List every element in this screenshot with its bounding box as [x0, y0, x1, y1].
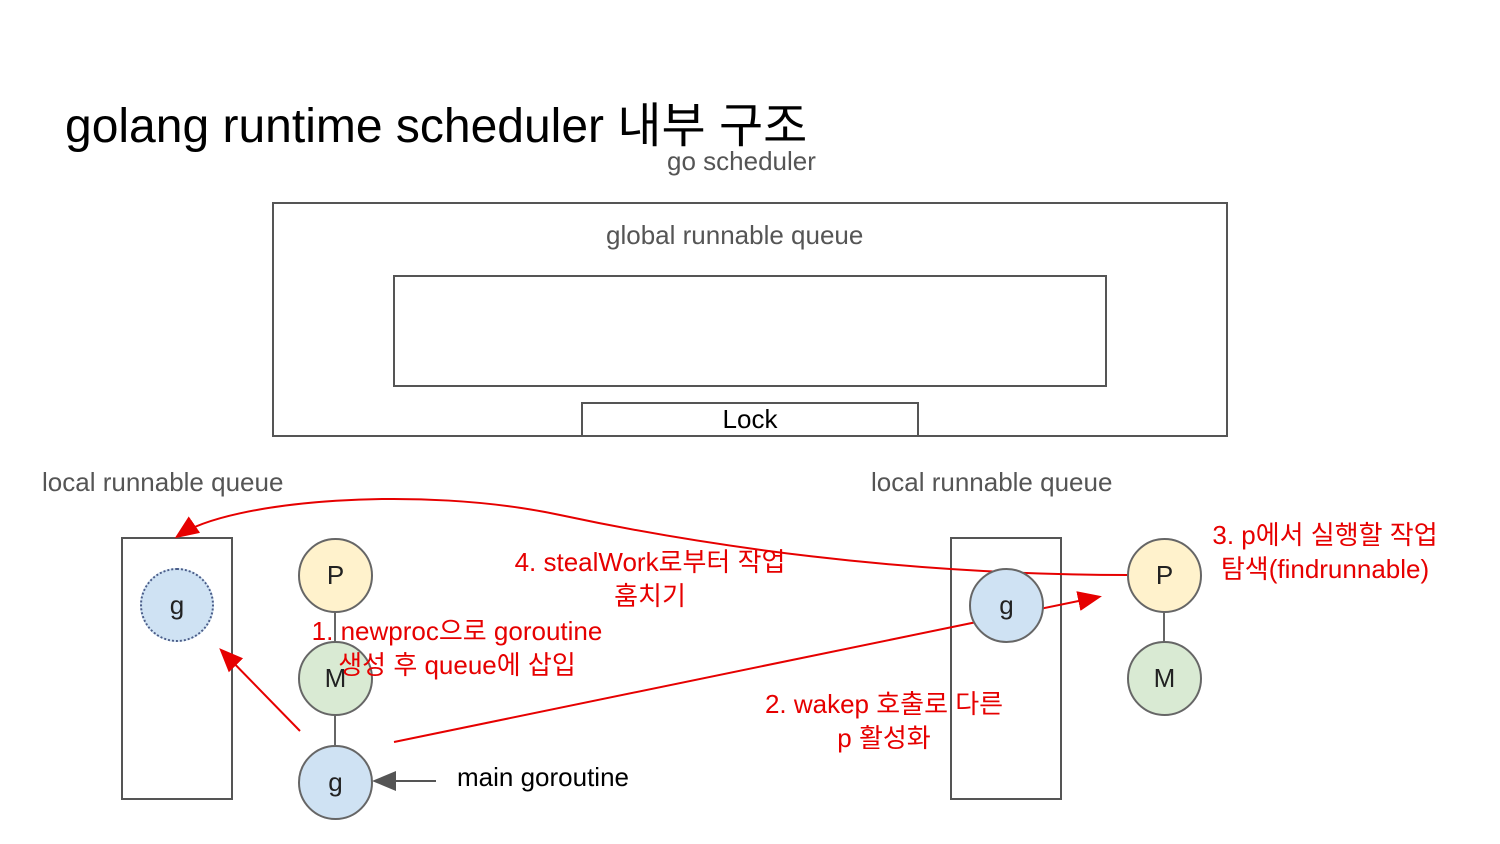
queued-goroutine-right: g — [969, 568, 1044, 643]
step4-annotation: 4. stealWork로부터 작업 훔치기 — [494, 545, 806, 613]
global-runnable-queue — [393, 275, 1107, 387]
processor-right: P — [1127, 538, 1202, 613]
g-label: g — [999, 590, 1014, 620]
machine-left: M — [298, 641, 373, 716]
page-title: golang runtime scheduler 내부 구조 — [65, 100, 808, 153]
step1-arrow — [219, 648, 301, 732]
step3-line1: 3. p에서 실행할 작업 — [1212, 520, 1438, 550]
step2-annotation: 2. wakep 호출로 다른 p 활성화 — [744, 687, 1024, 755]
main-goroutine-node: g — [298, 745, 373, 820]
machine-right: M — [1127, 641, 1202, 716]
queued-goroutine-left: g — [140, 568, 214, 642]
p-label: P — [1155, 560, 1174, 590]
lock-box: Lock — [581, 402, 919, 437]
g-label: g — [328, 767, 343, 797]
step4-line1: 4. stealWork로부터 작업 — [514, 547, 786, 577]
step3-annotation: 3. p에서 실행할 작업 탐색(findrunnable) — [1190, 518, 1460, 586]
step1-line2: 생성 후 queue에 삽입 — [338, 650, 576, 680]
left-local-queue-label: local runnable queue — [42, 467, 284, 497]
scheduler-label: go scheduler — [667, 146, 816, 176]
step2-line1: 2. wakep 호출로 다른 — [764, 689, 1004, 719]
p-label: P — [326, 560, 345, 590]
step2-line2: p 활성화 — [837, 723, 931, 753]
m-label: M — [324, 663, 347, 693]
step4-line2: 훔치기 — [614, 581, 686, 611]
processor-left: P — [298, 538, 373, 613]
lock-label: Lock — [722, 404, 778, 434]
g-label: g — [169, 589, 185, 620]
step1-line1: 1. newproc으로 goroutine — [311, 616, 603, 646]
right-local-queue-label: local runnable queue — [871, 467, 1113, 497]
step3-line2: 탐색(findrunnable) — [1220, 554, 1430, 584]
step1-annotation: 1. newproc으로 goroutine 생성 후 queue에 삽입 — [292, 614, 622, 682]
main-goroutine-label: main goroutine — [457, 762, 629, 792]
step4-steal-arrow — [174, 498, 1129, 576]
m-label: M — [1153, 663, 1176, 693]
right-local-runnable-queue — [950, 537, 1062, 800]
global-queue-label: global runnable queue — [606, 220, 864, 250]
